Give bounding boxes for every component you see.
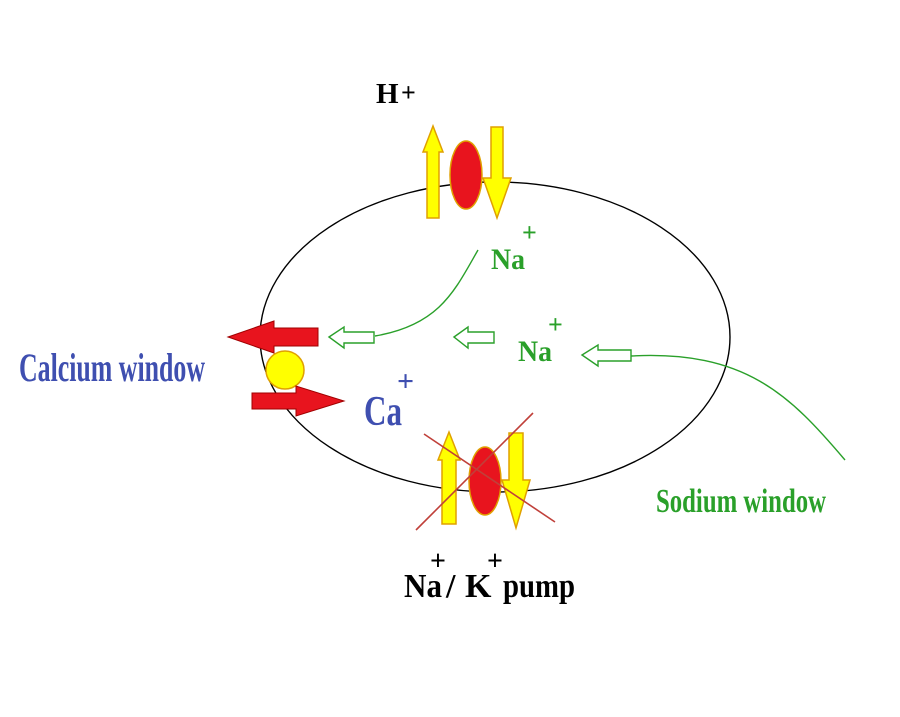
pump-na-label: Na bbox=[404, 568, 442, 605]
pump-slash: / bbox=[445, 568, 456, 605]
sodium-window-curve bbox=[630, 354, 846, 461]
up-arrow-icon bbox=[421, 123, 445, 219]
proton-charge: + bbox=[401, 78, 416, 107]
proton-exchanger-icon bbox=[421, 123, 513, 221]
transporter-body bbox=[449, 140, 483, 210]
transporter-body bbox=[468, 446, 502, 516]
calcium-window-label: Calcium window bbox=[19, 345, 205, 390]
red-right-arrow-icon bbox=[251, 385, 346, 417]
down-arrow-icon bbox=[501, 432, 531, 531]
calcium-channel-icon bbox=[226, 320, 346, 417]
hollow-arrow-icon bbox=[452, 325, 495, 350]
sodium-window-label: Sodium window bbox=[656, 483, 826, 520]
pump-k-charge: + bbox=[487, 546, 503, 577]
calcium-channel-circle bbox=[265, 350, 305, 390]
cross-out-line bbox=[415, 412, 534, 531]
hollow-arrow-icon bbox=[327, 325, 375, 350]
pump-k-label: K bbox=[465, 568, 492, 605]
sodium-mid-label: Na bbox=[518, 335, 552, 368]
proton-label: H bbox=[376, 78, 399, 110]
cross-out-line bbox=[423, 433, 556, 523]
sodium-flow-curve bbox=[374, 249, 479, 337]
sodium-top-label: Na bbox=[491, 243, 525, 276]
down-arrow-icon bbox=[481, 126, 513, 221]
calcium-charge: + bbox=[397, 365, 414, 398]
pump-icon bbox=[415, 412, 556, 531]
pump-na-charge: + bbox=[430, 546, 446, 577]
hollow-arrow-icon bbox=[580, 343, 632, 368]
calcium-label: Ca bbox=[364, 389, 402, 435]
red-left-arrow-icon bbox=[226, 320, 319, 354]
pump-word: pump bbox=[503, 568, 575, 605]
sodium-mid-charge: + bbox=[548, 310, 563, 339]
sodium-top-charge: + bbox=[522, 218, 537, 247]
